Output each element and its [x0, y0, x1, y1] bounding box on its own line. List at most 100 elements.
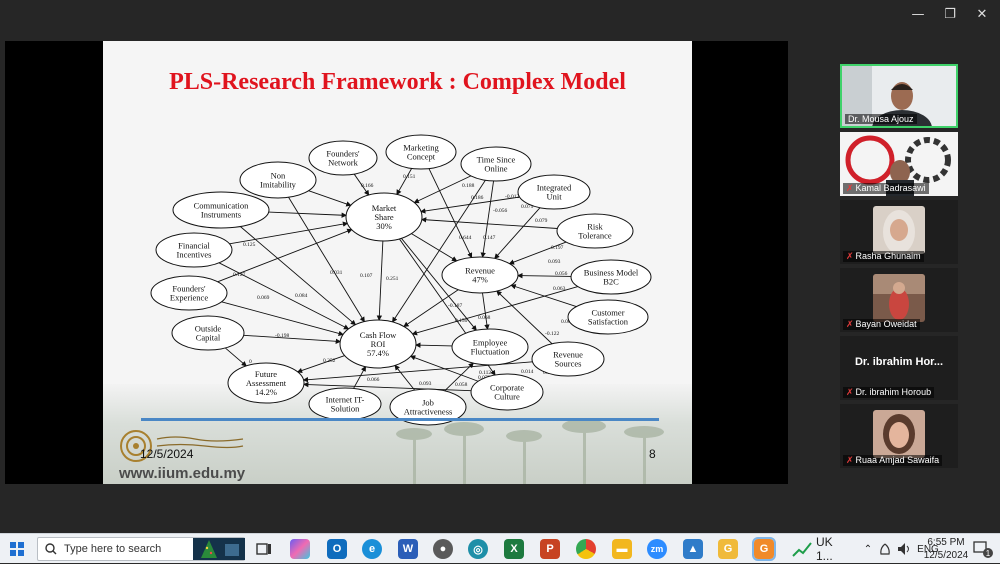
windows-start-icon[interactable] — [10, 542, 24, 556]
participants-panel: Dr. Mousa Ajouz ✗Kamal Badrasawi ✗Rasha … — [840, 64, 958, 468]
close-icon[interactable]: ✕ — [976, 7, 988, 22]
taskbar-search-input[interactable]: Type here to search — [37, 537, 245, 561]
construct-node-internet-it: Internet IT-Solution — [308, 387, 382, 421]
construct-label: Communication — [194, 201, 250, 211]
path-coefficient: 0.058 — [455, 382, 468, 388]
construct-label: Time Since — [477, 155, 516, 165]
path-coefficient: 0.067 — [561, 319, 574, 325]
construct-ellipse — [556, 213, 634, 249]
search-icon — [45, 543, 57, 555]
path-coefficient: 0.188 — [462, 183, 475, 189]
path-coefficient: 0.079 — [521, 204, 534, 210]
path-coefficient: 0.014 — [521, 369, 534, 375]
app-icon[interactable]: G — [718, 539, 738, 559]
notification-count: 1 — [985, 548, 991, 558]
path-arrow — [494, 207, 541, 260]
zoom-icon[interactable]: zm — [647, 539, 667, 559]
construct-label: 47% — [472, 275, 488, 285]
path-arrow — [403, 289, 459, 327]
construct-label: Capital — [196, 333, 221, 343]
volume-icon[interactable] — [896, 538, 912, 560]
active-app-icon[interactable]: G — [752, 537, 776, 561]
file-explorer-icon[interactable]: ▬ — [612, 539, 632, 559]
path-coefficient: 0.056 — [555, 271, 568, 277]
path-coefficient: 0.084 — [295, 293, 308, 299]
construct-label: Assessment — [246, 378, 287, 388]
university-seal-icon — [120, 430, 152, 462]
copilot-icon[interactable] — [290, 539, 310, 559]
slide-page-number: 8 — [649, 447, 656, 461]
construct-ellipse — [339, 319, 417, 369]
search-placeholder: Type here to search — [64, 543, 162, 555]
path-coefficient: 0.166 — [361, 183, 374, 189]
participant-tile-active-speaker[interactable]: Dr. Mousa Ajouz — [840, 64, 958, 128]
construct-label: Internet IT- — [326, 395, 365, 405]
powerpoint-icon[interactable]: P — [540, 539, 560, 559]
presentation-slide: PLS-Research Framework : Complex Model 0… — [103, 41, 692, 484]
participant-tile[interactable]: ✗Bayan Oweidat — [840, 268, 958, 332]
construct-label: Instruments — [201, 210, 241, 220]
construct-label: Attractiveness — [404, 407, 453, 417]
path-coefficient: 0.150 — [455, 318, 468, 324]
clock-date[interactable]: 12/5/2024 — [923, 550, 969, 561]
path-coefficient: 0.147 — [483, 235, 496, 241]
construct-ellipse — [470, 373, 544, 411]
path-coefficient: -0.187 — [448, 303, 462, 309]
construct-ellipse — [517, 174, 591, 210]
language-indicator[interactable]: ENG — [917, 543, 939, 555]
participant-tile[interactable]: Dr. ibrahim Hor... ✗Dr. ibrahim Horoub — [840, 336, 958, 400]
construct-ellipse — [567, 299, 649, 335]
stock-widget-label[interactable]: UK 1... — [816, 535, 833, 563]
path-arrow — [411, 286, 578, 336]
edge-icon[interactable]: e — [362, 539, 382, 559]
participant-tile[interactable]: ✗Rasha Ghunaim — [840, 200, 958, 264]
construct-ellipse — [150, 275, 228, 311]
construct-ellipse — [345, 192, 423, 242]
chevron-up-icon[interactable]: ⌃ — [863, 543, 873, 555]
participant-name: ✗Bayan Oweidat — [843, 319, 920, 330]
minimize-icon[interactable]: — — [911, 7, 925, 22]
construct-label: Experience — [170, 293, 208, 303]
restore-icon[interactable]: ❐ — [944, 7, 956, 22]
path-coefficient: 0.107 — [360, 273, 373, 279]
construct-ellipse — [460, 146, 532, 182]
construct-ellipse — [451, 328, 529, 366]
path-coefficient: 0.093 — [419, 381, 432, 387]
slide-url: www.iium.edu.my — [119, 465, 246, 482]
path-arrow — [229, 221, 349, 245]
clock-time[interactable]: 6:55 PM — [927, 537, 965, 548]
construct-label: 57.4% — [367, 348, 389, 358]
excel-icon[interactable]: X — [504, 539, 524, 559]
mic-muted-icon: ✗ — [846, 455, 854, 465]
outlook-icon[interactable]: O — [327, 539, 347, 559]
participant-tile[interactable]: ✗Kamal Badrasawi — [840, 132, 958, 196]
photos-icon[interactable]: ▲ — [683, 539, 703, 559]
notification-icon[interactable] — [972, 538, 994, 560]
word-icon[interactable]: W — [398, 539, 418, 559]
path-arrow — [240, 226, 357, 326]
participant-name: ✗Rasha Ghunaim — [843, 251, 924, 262]
path-arrow — [218, 262, 350, 330]
stock-chart-icon[interactable] — [791, 538, 813, 560]
path-coefficient: 0.112 — [479, 370, 491, 376]
arabic-wordmark-icon — [156, 436, 244, 449]
task-view-icon[interactable] — [255, 538, 273, 560]
path-arrow — [444, 362, 474, 392]
chrome-icon[interactable] — [576, 539, 596, 559]
construct-ellipse — [155, 232, 233, 268]
network-app-icon[interactable]: ◎ — [468, 539, 488, 559]
network-icon[interactable] — [878, 538, 892, 560]
construct-label: Corporate — [490, 383, 524, 393]
microphone-app-icon[interactable]: ● — [433, 539, 453, 559]
construct-label: Concept — [407, 152, 436, 162]
participant-tile[interactable]: ✗Ruaa Amjad Sawaifa — [840, 404, 958, 468]
construct-label: Outside — [195, 324, 222, 334]
path-arrow — [353, 173, 370, 196]
path-coefficient: 0.252 — [323, 358, 336, 364]
